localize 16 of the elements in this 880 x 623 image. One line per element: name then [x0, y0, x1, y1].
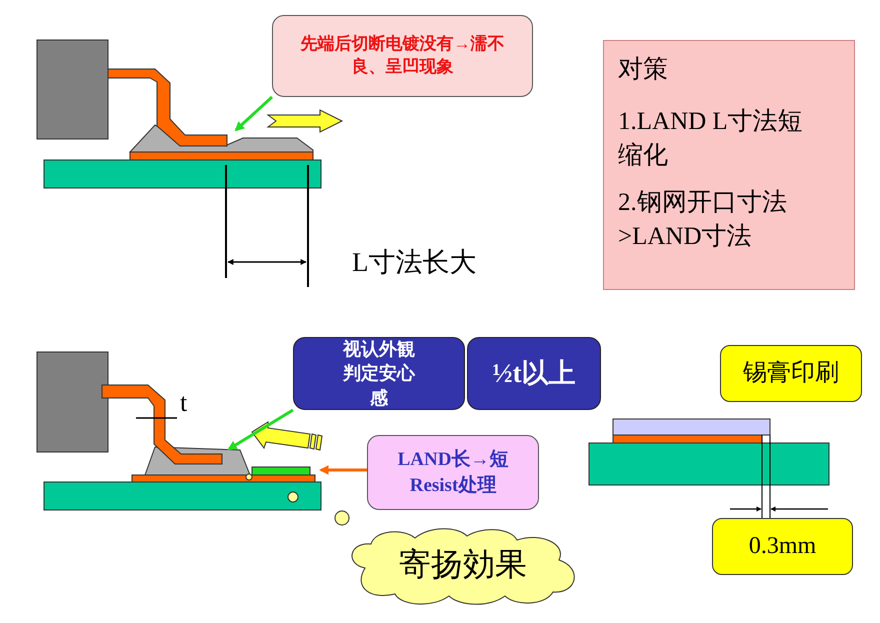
arrow — [319, 465, 367, 475]
callout-box: ½t以上 — [467, 337, 601, 410]
callout-box: 先端后切断电镀没有→濡不良、呈凹现象 — [272, 15, 533, 97]
cloud-text: 寄扬効果 — [399, 545, 527, 584]
label-box: 锡膏印刷 — [720, 345, 862, 402]
callout-box: LAND长→短 Resist处理 — [367, 435, 539, 510]
heading: 对策 — [618, 55, 668, 85]
label-box: 0.3mm — [712, 518, 853, 575]
note-box — [603, 40, 855, 290]
list-item: 1.LAND L寸法短缩化 — [618, 106, 804, 170]
list-item: 2.钢网开口寸法>LAND寸法 — [618, 188, 788, 252]
arrow — [227, 408, 294, 450]
dimension-label: L寸法长大 — [352, 246, 476, 279]
thickness-label: t — [180, 388, 188, 418]
callout-box: 视认外観判定安心感 — [293, 337, 465, 410]
arrow — [234, 96, 274, 132]
